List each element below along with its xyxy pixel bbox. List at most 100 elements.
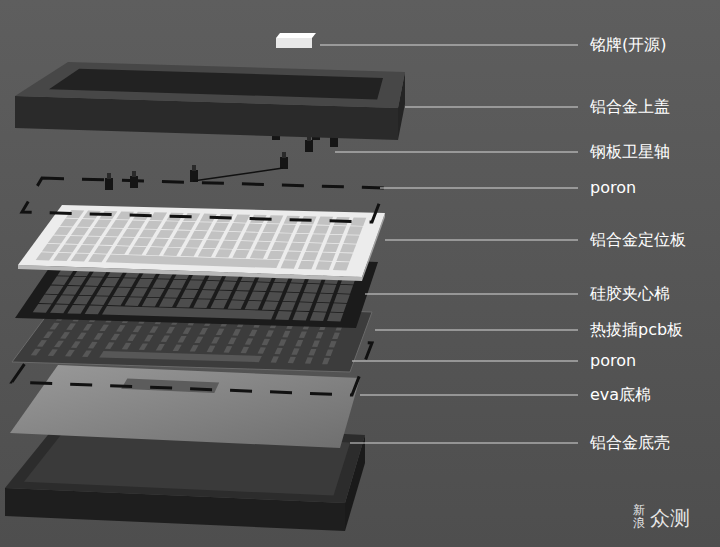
key-hole bbox=[85, 305, 103, 314]
key-hole bbox=[73, 296, 91, 305]
key-hole bbox=[77, 333, 87, 340]
key-hole bbox=[119, 278, 137, 287]
key-hole bbox=[275, 233, 292, 242]
watermark: 众测 bbox=[650, 505, 690, 532]
key-hole bbox=[45, 285, 64, 294]
key-hole bbox=[266, 292, 283, 301]
key-hole bbox=[163, 248, 181, 256]
key-hole bbox=[48, 349, 58, 356]
key-hole bbox=[144, 335, 153, 342]
leader-line bbox=[335, 152, 578, 153]
key-hole bbox=[271, 242, 288, 251]
key-hole bbox=[233, 214, 250, 222]
key-hole bbox=[71, 341, 81, 348]
key-hole bbox=[85, 277, 103, 286]
key-hole bbox=[310, 312, 326, 321]
key-hole bbox=[279, 225, 296, 233]
key-hole bbox=[144, 221, 162, 229]
key-hole bbox=[111, 334, 120, 341]
key-hole bbox=[228, 300, 245, 309]
key-hole bbox=[288, 357, 296, 364]
key-hole bbox=[313, 225, 329, 233]
stabilizer-stem bbox=[282, 152, 286, 158]
key-hole bbox=[236, 282, 253, 291]
stabilizer-stem bbox=[132, 171, 136, 177]
leader-line bbox=[352, 361, 578, 362]
key-hole bbox=[54, 341, 64, 348]
key-hole bbox=[178, 222, 195, 230]
key-hole bbox=[105, 342, 115, 349]
key-hole bbox=[100, 325, 110, 332]
key-hole bbox=[94, 245, 112, 253]
key-hole bbox=[198, 249, 215, 257]
key-hole bbox=[207, 346, 216, 353]
key-hole bbox=[333, 262, 350, 271]
key-hole bbox=[275, 311, 292, 320]
key-hole bbox=[258, 347, 266, 354]
plate bbox=[18, 205, 385, 277]
key-hole bbox=[245, 338, 253, 345]
key-hole bbox=[224, 232, 241, 240]
key-hole bbox=[94, 220, 112, 228]
key-hole bbox=[96, 287, 114, 296]
key-hole bbox=[43, 331, 53, 338]
key-hole bbox=[340, 244, 356, 253]
part-label: 铝合金定位板 bbox=[590, 230, 686, 249]
key-hole bbox=[308, 349, 316, 356]
key-hole bbox=[325, 349, 333, 356]
key-hole bbox=[253, 282, 270, 291]
key-hole bbox=[216, 329, 225, 336]
key-hole bbox=[88, 254, 106, 262]
stabilizer bbox=[280, 152, 288, 169]
key-hole bbox=[194, 337, 203, 344]
key-hole bbox=[207, 231, 224, 239]
key-hole bbox=[183, 327, 192, 334]
key-hole bbox=[267, 251, 284, 259]
key-hole bbox=[195, 222, 212, 230]
key-hole bbox=[117, 237, 135, 245]
key-hole bbox=[284, 251, 301, 260]
key-hole bbox=[241, 232, 258, 240]
key-hole bbox=[185, 240, 202, 248]
key-hole bbox=[220, 241, 237, 249]
key-hole bbox=[296, 302, 312, 311]
key-hole bbox=[128, 247, 146, 255]
key-hole bbox=[60, 332, 70, 339]
key-hole bbox=[135, 279, 153, 288]
stabilizer-wire bbox=[193, 168, 283, 181]
key-hole bbox=[33, 304, 52, 313]
key-hole bbox=[42, 244, 61, 252]
key-hole bbox=[215, 291, 232, 300]
key-hole bbox=[309, 234, 325, 243]
key-hole bbox=[313, 303, 329, 312]
key-hole bbox=[270, 283, 286, 292]
key-hole bbox=[283, 293, 299, 302]
key-hole bbox=[322, 358, 330, 365]
key-hole bbox=[275, 348, 283, 355]
key-hole bbox=[134, 238, 152, 246]
key-hole bbox=[336, 253, 352, 262]
key-hole bbox=[258, 233, 275, 241]
key-hole bbox=[150, 212, 168, 220]
key-hole bbox=[337, 285, 353, 294]
key-hole bbox=[232, 250, 249, 258]
key-hole bbox=[203, 281, 220, 290]
key-hole bbox=[278, 339, 286, 346]
key-hole bbox=[281, 260, 298, 269]
part-label: 铝合金底壳 bbox=[590, 433, 670, 452]
key-hole bbox=[173, 345, 182, 352]
key-hole bbox=[111, 246, 129, 254]
key-hole bbox=[180, 248, 198, 256]
key-hole bbox=[305, 357, 313, 364]
key-hole bbox=[173, 230, 191, 238]
key-hole bbox=[343, 235, 359, 244]
key-hole bbox=[139, 229, 157, 237]
key-hole bbox=[332, 333, 340, 340]
key-hole bbox=[249, 292, 266, 301]
key-hole bbox=[287, 283, 303, 292]
key-hole bbox=[329, 341, 337, 348]
key-hole bbox=[113, 287, 131, 296]
key-hole bbox=[71, 253, 90, 261]
nameplate bbox=[276, 38, 312, 48]
